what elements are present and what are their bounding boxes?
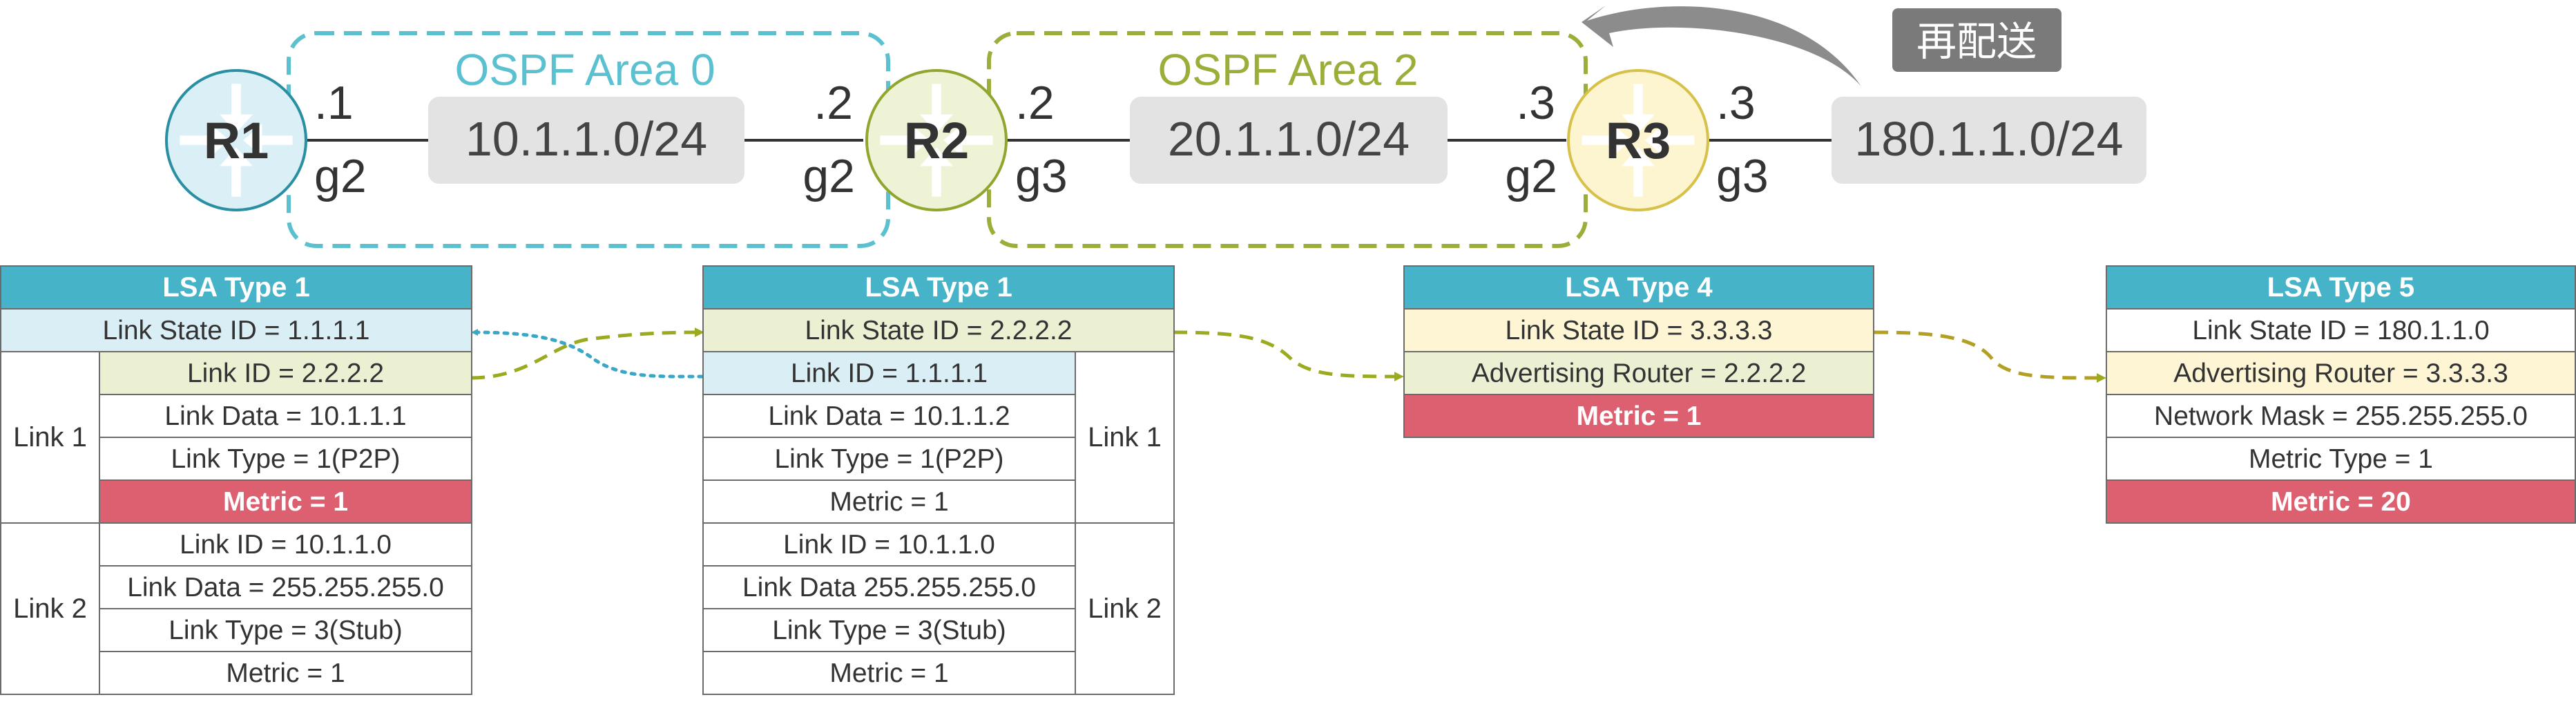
r3-g2-intf: g2 bbox=[1505, 150, 1557, 202]
r1-g2-addr: .1 bbox=[314, 77, 354, 129]
link1-metric: Metric = 1 bbox=[98, 479, 473, 524]
link-state-id: Link State ID = 2.2.2.2 bbox=[702, 308, 1175, 352]
link2-type: Link Type = 3(Stub) bbox=[702, 608, 1076, 652]
r2-g3-addr: .2 bbox=[1015, 77, 1055, 129]
lsa-table-type4: LSA Type 4 Link State ID = 3.3.3.3 Adver… bbox=[1403, 265, 1874, 438]
link1-label: Link 1 bbox=[0, 351, 100, 524]
r3-g3-intf: g3 bbox=[1716, 150, 1769, 202]
link-state-id: Link State ID = 3.3.3.3 bbox=[1403, 308, 1874, 352]
link2-data: Link Data = 255.255.255.0 bbox=[98, 565, 473, 609]
link1-type: Link Type = 1(P2P) bbox=[702, 437, 1076, 481]
router-r3-label: R3 bbox=[1606, 112, 1671, 169]
link2-label: Link 2 bbox=[0, 522, 100, 695]
network-10-box: 10.1.1.0/24 bbox=[428, 97, 744, 184]
router-r1: R1 bbox=[165, 69, 307, 211]
link2-id: Link ID = 10.1.1.0 bbox=[98, 522, 473, 567]
lsa-table-r2-type1: LSA Type 1 Link State ID = 2.2.2.2 Link … bbox=[702, 265, 1175, 695]
connector-t2-linkid-to-t1-state bbox=[470, 329, 704, 379]
area0-label: OSPF Area 0 bbox=[454, 45, 715, 95]
metric: Metric = 20 bbox=[2106, 479, 2576, 524]
r3-g3-addr: .3 bbox=[1716, 77, 1756, 129]
table-header: LSA Type 5 bbox=[2106, 265, 2576, 310]
link1-data: Link Data = 10.1.1.2 bbox=[702, 394, 1076, 438]
redistribute-arrow-icon bbox=[1582, 6, 1861, 86]
link2-label: Link 2 bbox=[1074, 522, 1175, 695]
link1-data: Link Data = 10.1.1.1 bbox=[98, 394, 473, 438]
link2-data: Link Data 255.255.255.0 bbox=[702, 565, 1076, 609]
link1-label: Link 1 bbox=[1074, 351, 1175, 524]
connector-t1-linkid-to-t2-state bbox=[470, 327, 704, 380]
metric: Metric = 1 bbox=[1403, 394, 1874, 438]
connector-t2-state-to-t4-adv bbox=[1173, 330, 1404, 381]
network-20-box: 20.1.1.0/24 bbox=[1130, 97, 1448, 184]
link2-id: Link ID = 10.1.1.0 bbox=[702, 522, 1076, 567]
r2-g3-intf: g3 bbox=[1015, 150, 1068, 202]
redistribute-badge: 再配送 bbox=[1892, 8, 2061, 72]
link2-metric: Metric = 1 bbox=[98, 651, 473, 695]
link1-id: Link ID = 2.2.2.2 bbox=[98, 351, 473, 395]
router-r1-label: R1 bbox=[204, 112, 269, 169]
router-r2-label: R2 bbox=[904, 112, 970, 169]
table-header: LSA Type 4 bbox=[1403, 265, 1874, 310]
redistribute-label: 再配送 bbox=[1916, 19, 2037, 64]
metric-type: Metric Type = 1 bbox=[2106, 437, 2576, 481]
router-r2: R2 bbox=[865, 69, 1008, 211]
network-180-label: 180.1.1.0/24 bbox=[1854, 112, 2123, 166]
table-header: LSA Type 1 bbox=[702, 265, 1175, 310]
r3-g2-addr: .3 bbox=[1516, 77, 1555, 129]
router-r3: R3 bbox=[1567, 69, 1709, 211]
network-180-box: 180.1.1.0/24 bbox=[1832, 97, 2146, 184]
link2-type: Link Type = 3(Stub) bbox=[98, 608, 473, 652]
advertising-router: Advertising Router = 2.2.2.2 bbox=[1403, 351, 1874, 395]
advertising-router: Advertising Router = 3.3.3.3 bbox=[2106, 351, 2576, 395]
network-10-label: 10.1.1.0/24 bbox=[465, 112, 707, 166]
r1-g2-intf: g2 bbox=[314, 150, 367, 202]
link1-type: Link Type = 1(P2P) bbox=[98, 437, 473, 481]
link2-metric: Metric = 1 bbox=[702, 651, 1076, 695]
link1-metric: Metric = 1 bbox=[702, 479, 1076, 524]
connector-t4-state-to-t5-adv bbox=[1874, 330, 2106, 383]
network-mask: Network Mask = 255.255.255.0 bbox=[2106, 394, 2576, 438]
link-state-id: Link State ID = 180.1.1.0 bbox=[2106, 308, 2576, 352]
r2-g2-addr: .2 bbox=[814, 77, 853, 129]
lsa-table-type5: LSA Type 5 Link State ID = 180.1.1.0 Adv… bbox=[2106, 265, 2576, 524]
r2-g2-intf: g2 bbox=[802, 150, 855, 202]
table-header: LSA Type 1 bbox=[0, 265, 473, 310]
link-state-id: Link State ID = 1.1.1.1 bbox=[0, 308, 473, 352]
area2-label: OSPF Area 2 bbox=[1157, 45, 1418, 95]
link1-id: Link ID = 1.1.1.1 bbox=[702, 351, 1076, 395]
lsa-table-r1-type1: LSA Type 1 Link State ID = 1.1.1.1 Link … bbox=[0, 265, 473, 695]
network-20-label: 20.1.1.0/24 bbox=[1168, 112, 1410, 166]
